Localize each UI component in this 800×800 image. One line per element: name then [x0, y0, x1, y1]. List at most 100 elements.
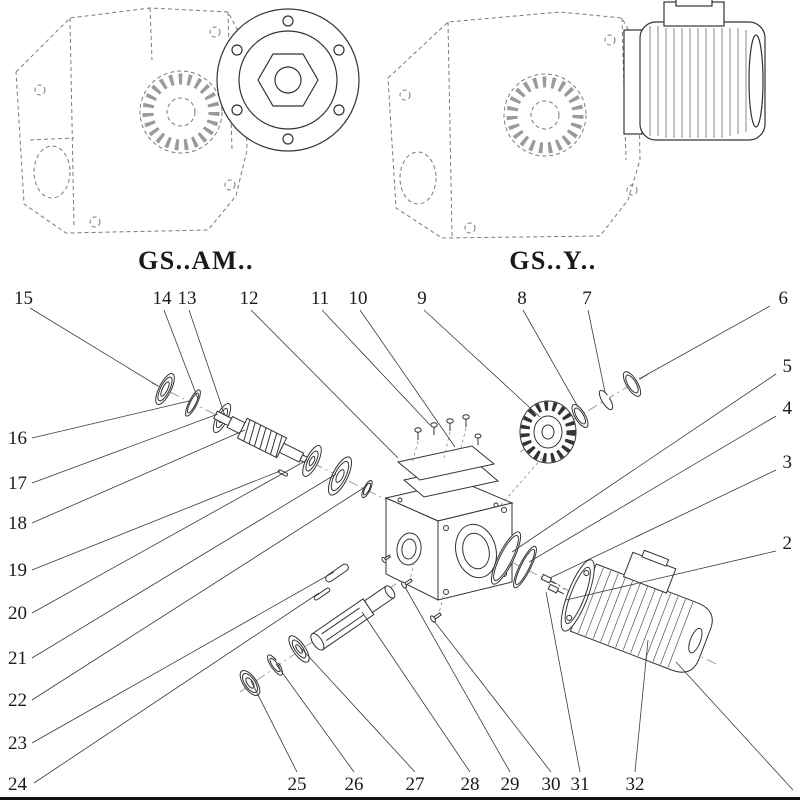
callout-9: 9: [417, 288, 427, 309]
part-worm-gear-21: [327, 456, 353, 496]
callout-15: 15: [14, 288, 33, 309]
exploded-view: [151, 371, 717, 697]
part-bolts-3: [540, 573, 573, 597]
leader-line-4: [528, 415, 777, 563]
variant-y-label: GS..Y..: [509, 246, 597, 275]
motor-cooling-fins: [649, 26, 747, 138]
part-ring-4: [513, 545, 537, 589]
callout-7: 7: [582, 288, 592, 309]
callout-12: 12: [240, 288, 259, 309]
callout-13: 13: [178, 288, 197, 309]
leader-line-3: [549, 469, 777, 579]
callout-21: 21: [8, 648, 27, 669]
leader-line-17: [31, 413, 219, 484]
leader-line-15: [29, 307, 159, 387]
leader-line-14: [163, 309, 199, 400]
part-top-cover: [396, 445, 500, 498]
callout-24: 24: [8, 774, 28, 795]
callout-3: 3: [783, 452, 793, 473]
callout-29: 29: [501, 774, 520, 795]
leader-line-8: [522, 309, 579, 408]
leader-line-24: [33, 592, 320, 784]
gsam-output-flange: [216, 8, 360, 152]
leader-line-10: [359, 309, 456, 448]
callout-19: 19: [8, 560, 27, 581]
part-gasket-5: [490, 531, 522, 585]
callout-numbers: 15 14 13 12 11 10 9 8 7 6 5 4 3 2 16 17 …: [8, 288, 793, 795]
part-screw-30: [430, 595, 444, 623]
leader-line-27: [299, 646, 416, 773]
callout-30: 30: [542, 774, 561, 795]
part-key-23: [325, 563, 349, 583]
leader-line-26: [275, 663, 355, 773]
part-seal-25: [239, 669, 261, 697]
variant-am-label: GS..AM..: [138, 246, 254, 275]
part-circlip-26: [266, 654, 284, 676]
part-output-shaft-28: [310, 585, 396, 651]
callout-27: 27: [406, 774, 425, 795]
callout-17: 17: [8, 473, 27, 494]
part-seal-15: [155, 373, 175, 405]
part-screw-29: [401, 561, 415, 589]
leader-line-23: [31, 571, 335, 744]
callout-5: 5: [783, 356, 793, 377]
callout-11: 11: [311, 288, 329, 309]
leader-line-16: [31, 400, 190, 439]
gearbox-gsam-drawing: [15, 7, 248, 234]
callout-8: 8: [517, 288, 527, 309]
leader-line-28: [361, 611, 471, 773]
part-bearing-20: [302, 445, 322, 477]
leader-line-18: [31, 429, 246, 524]
leader-lines: [29, 305, 794, 791]
leader-line-31: [545, 591, 581, 773]
callout-6: 6: [779, 288, 789, 309]
part-pin-24: [313, 587, 331, 601]
leader-line-1: [675, 661, 794, 791]
callout-16: 16: [8, 428, 27, 449]
part-worm-shaft-18: [213, 410, 315, 467]
leader-line-21: [31, 473, 337, 659]
leader-line-25: [250, 680, 298, 773]
gearbox-gsy-drawing: [387, 11, 641, 239]
callout-4: 4: [783, 398, 793, 419]
leader-line-22: [31, 486, 366, 701]
part-ring-16: [185, 389, 201, 417]
image-bottom-edge: [0, 797, 800, 800]
callout-22: 22: [8, 690, 27, 711]
motor-fins: [577, 567, 694, 668]
part-bearing-27: [288, 635, 310, 663]
part-ring-6: [622, 371, 642, 397]
leader-line-7: [587, 309, 606, 393]
part-gear: [499, 400, 577, 507]
callout-14: 14: [153, 288, 173, 309]
leader-line-32: [634, 639, 649, 773]
leader-line-19: [31, 470, 281, 571]
callout-18: 18: [8, 513, 27, 534]
leader-line-12: [250, 309, 399, 459]
callout-20: 20: [8, 603, 27, 624]
leader-line-29: [404, 586, 511, 773]
callout-26: 26: [345, 774, 364, 795]
gsam-gear-teeth: [142, 73, 220, 151]
part-ring-8: [571, 404, 589, 428]
callout-25: 25: [288, 774, 307, 795]
gsy-gear-teeth: [506, 76, 584, 154]
leader-line-9: [423, 309, 541, 418]
leader-line-11: [321, 309, 431, 426]
leader-line-6: [638, 305, 771, 380]
part-screw-small: [381, 554, 392, 564]
leader-line-20: [31, 459, 308, 614]
callout-31: 31: [571, 774, 590, 795]
callout-23: 23: [8, 733, 27, 754]
callout-28: 28: [461, 774, 480, 795]
leader-line-30: [433, 620, 552, 773]
callout-10: 10: [349, 288, 368, 309]
leader-line-5: [511, 373, 777, 553]
part-circlip-7: [598, 389, 614, 411]
callout-32: 32: [626, 774, 645, 795]
leader-line-13: [188, 309, 225, 414]
gsy-motor: [623, 0, 766, 141]
gear-teeth: [520, 401, 576, 463]
